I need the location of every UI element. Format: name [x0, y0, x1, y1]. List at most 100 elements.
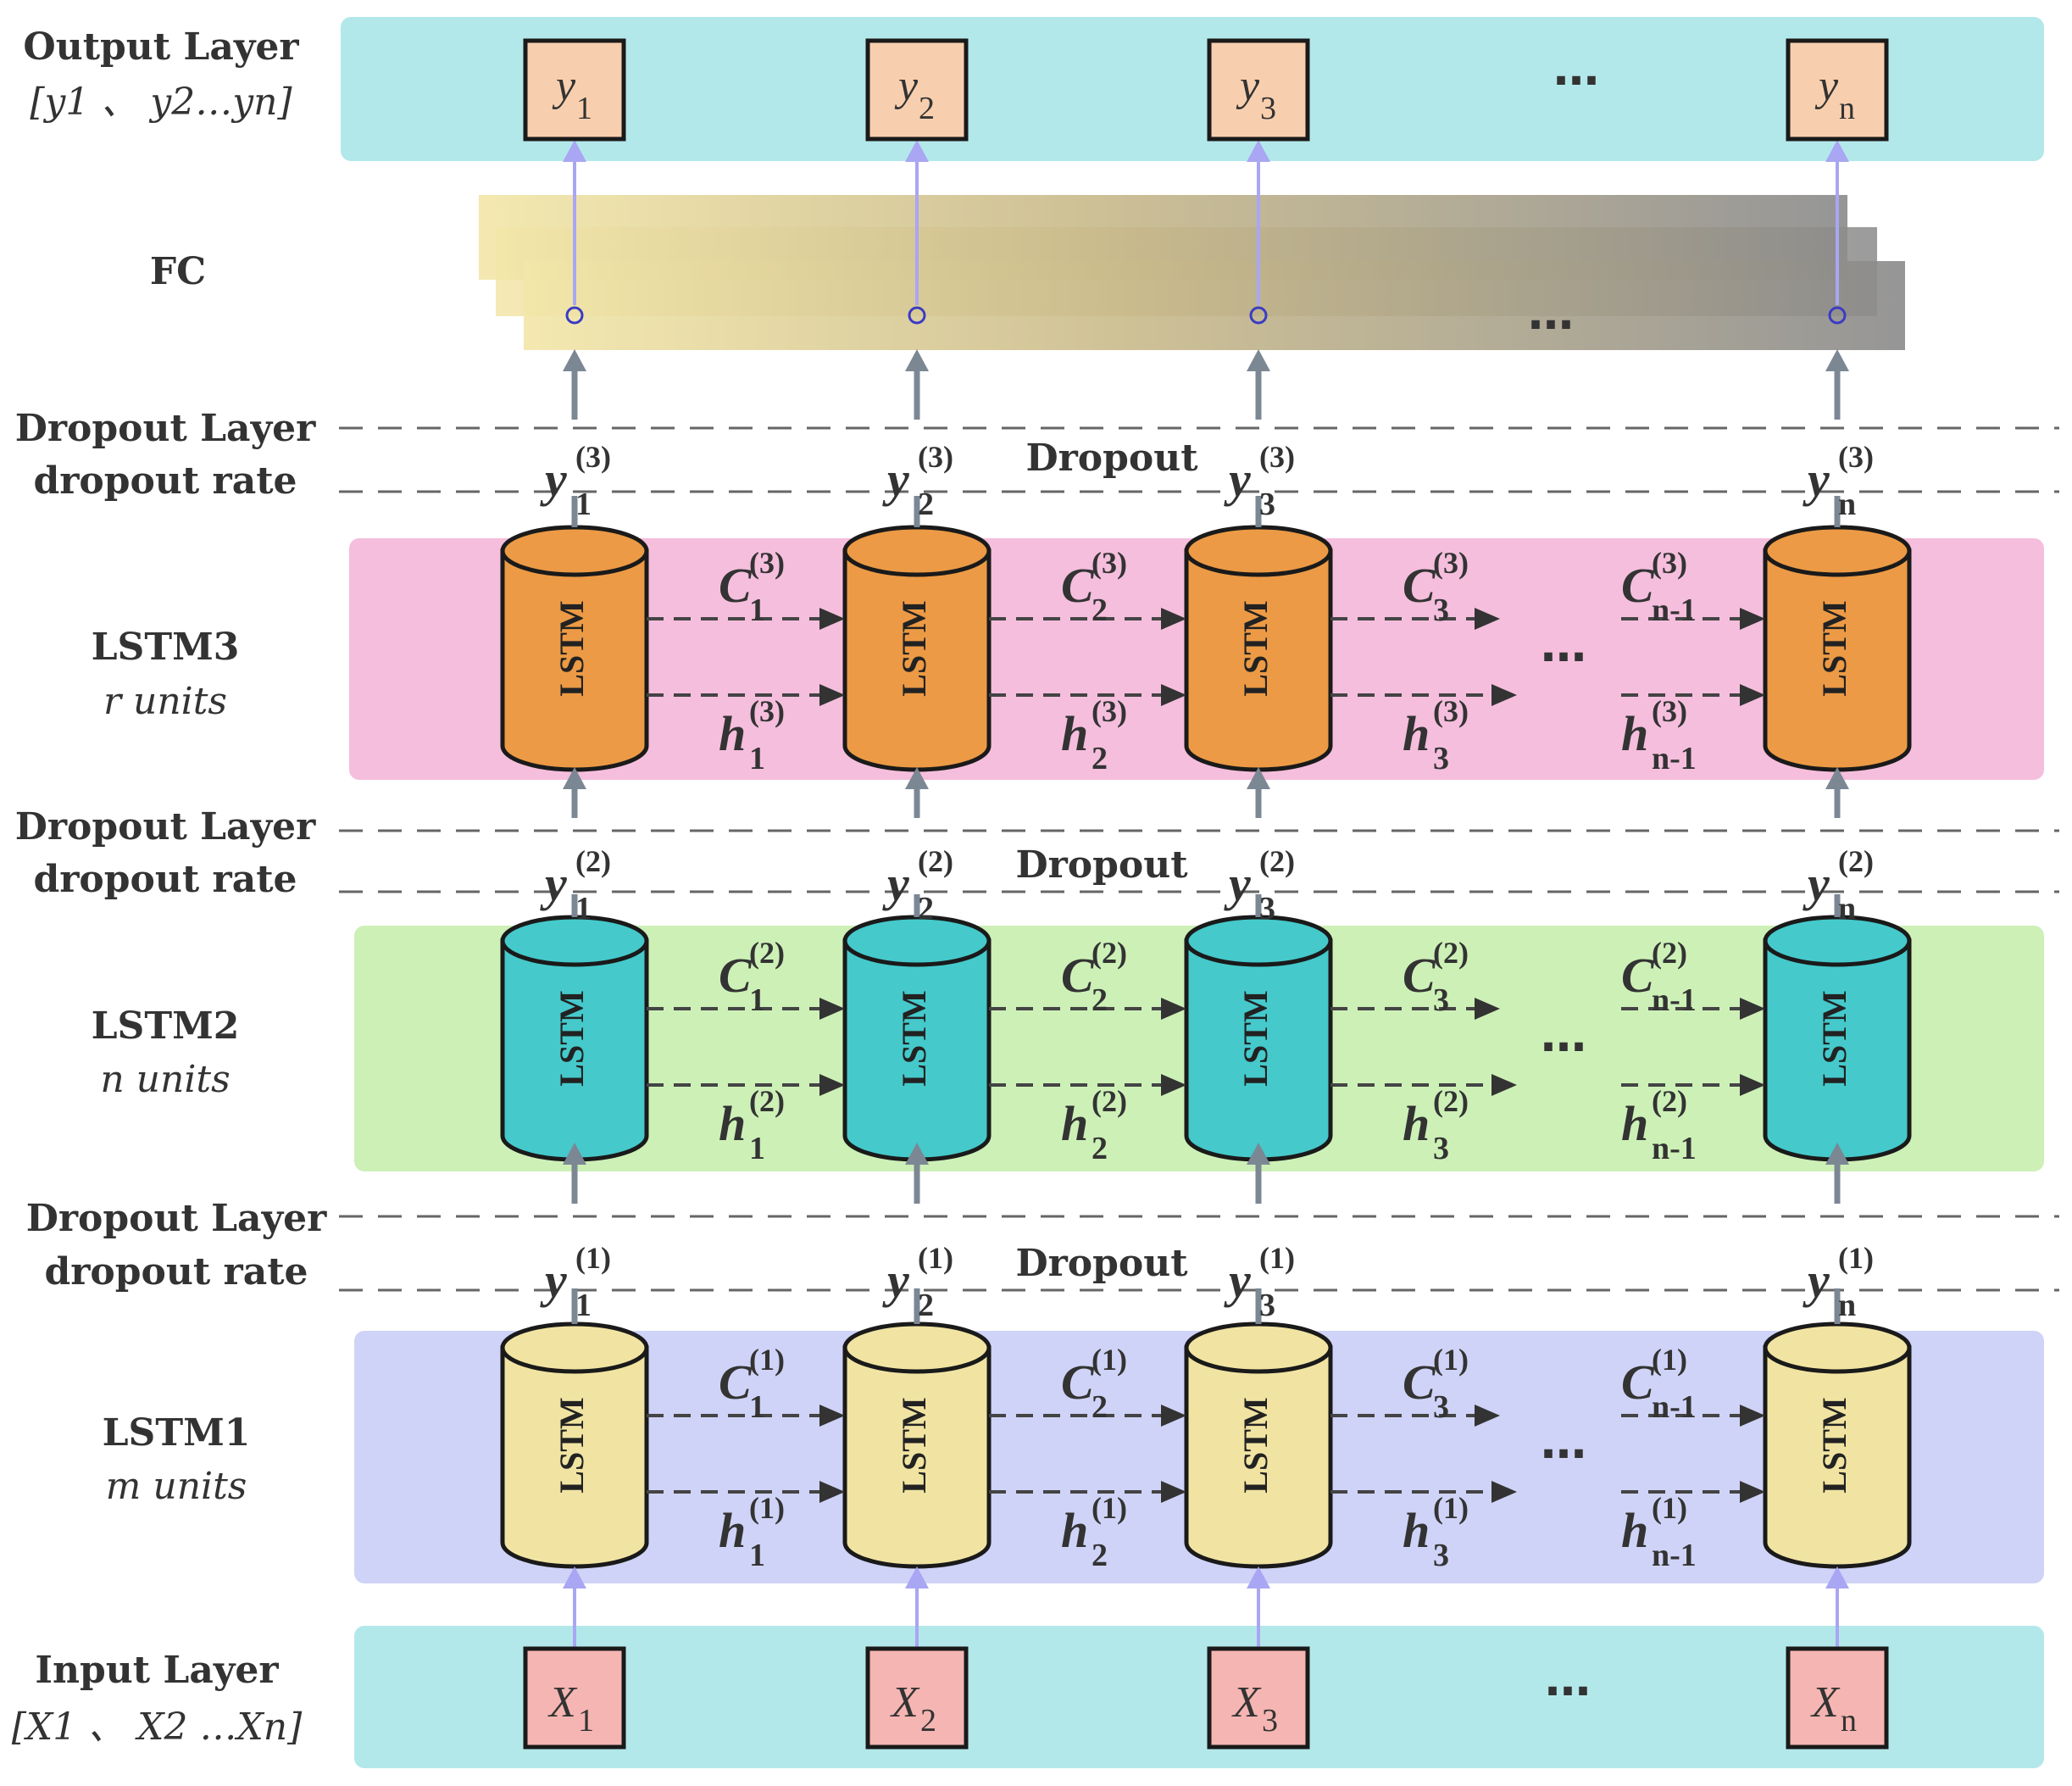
lstm2-hidden-state-arrow — [989, 1074, 1186, 1096]
dropout3-output-label-subscript: 1 — [575, 487, 592, 522]
dropout1-output-label-subscript: 1 — [575, 1288, 592, 1323]
lstm1-cell-state-label-subscript: 2 — [1092, 1389, 1108, 1425]
lstm2-hidden-state-label-superscript: (2) — [1433, 1084, 1469, 1118]
lstm1-cell: LSTM — [1184, 1321, 1333, 1569]
input-ellipsis: … — [1545, 1653, 1591, 1706]
output-node-subscript: n — [1839, 91, 1855, 126]
fc-to-output-arrow — [563, 140, 586, 305]
lstm1-cell-state-label-subscript: 3 — [1433, 1389, 1449, 1425]
lstm1-cell-state-label-superscript: (1) — [749, 1343, 785, 1377]
dropout2-to-lstm3-arrow — [905, 767, 929, 818]
fc-node — [1249, 306, 1268, 325]
lstm3-hidden-state-label-symbol: h — [1403, 706, 1430, 761]
lstm2-cell-state-label: C1(2) — [719, 936, 785, 1018]
lstm1-cell-state-arrow — [647, 1405, 845, 1427]
layer-labels: Output Layer [y1 、 y2…yn] FC Dropout Lay… — [12, 25, 327, 1749]
dropout1-output-label-symbol: y — [1803, 1253, 1830, 1308]
lstm3-cell-state-arrow — [989, 608, 1186, 630]
dropout3-output-label-subscript: 2 — [918, 487, 934, 522]
lstm2-cell: LSTM — [1763, 915, 1912, 1162]
lstm2-label: LSTM2 — [92, 1004, 240, 1048]
lstm1-hidden-state-label-superscript: (1) — [1652, 1491, 1687, 1525]
lstm3-cell-state-label-subscript: 1 — [749, 593, 765, 628]
lstm3-cell-state-label-superscript: (3) — [1092, 546, 1127, 580]
lstm3-hidden-state-arrow — [647, 684, 845, 706]
lstm2-hidden-state-label-symbol: h — [719, 1096, 746, 1151]
dropout3-output-label-superscript: (3) — [575, 440, 611, 474]
output-ellipsis: … — [1553, 42, 1599, 96]
input-layer-label: Input Layer — [35, 1649, 279, 1692]
output-layer-label: Output Layer — [23, 25, 299, 69]
input-to-lstm1-arrow — [905, 1566, 929, 1649]
lstm3-cell-state-label-symbol: C — [1061, 558, 1095, 613]
lstm3-cell-state-label: Cn-1(3) — [1621, 546, 1697, 628]
fc-to-output-arrow — [1247, 140, 1270, 305]
lstm1-cell-label: LSTM — [895, 1397, 933, 1493]
lstm2-cell-state-arrow — [989, 998, 1186, 1020]
lstm1-cell-state-label-symbol: C — [1403, 1355, 1436, 1410]
lstm3-hidden-state-label-symbol: h — [1621, 706, 1648, 761]
fc-ellipsis: … — [1528, 287, 1574, 340]
dropout2-label: Dropout Layer — [15, 805, 316, 848]
lstm1-hidden-state-label-symbol: h — [1621, 1503, 1648, 1558]
fc-to-output-arrow — [1825, 140, 1849, 305]
lstm3-hidden-state-label-subscript: 3 — [1433, 741, 1449, 776]
lstm1-hidden-state-label-subscript: 2 — [1092, 1538, 1108, 1573]
lstm3-hidden-state-arrow — [1330, 684, 1517, 706]
lstm3-cell-state-label-symbol: C — [719, 558, 753, 613]
lstm2-cell: LSTM — [1184, 915, 1333, 1162]
dropout3-output-label-superscript: (3) — [1838, 440, 1874, 474]
dropout1-output-label-superscript: (1) — [918, 1241, 953, 1275]
dropout2-to-lstm3-arrow — [1247, 767, 1270, 818]
lstm1-cell-state-label: C3(1) — [1403, 1343, 1469, 1425]
lstm2-hidden-state-arrow — [1330, 1074, 1517, 1096]
lstm3-cell-state-arrow — [1621, 608, 1765, 630]
lstm3-cell-state-label: C1(3) — [719, 546, 785, 628]
output-node-symbol: y — [1236, 62, 1260, 110]
dropout1-to-lstm2-arrow — [1247, 1143, 1270, 1204]
lstm2-hidden-state-label-symbol: h — [1621, 1096, 1648, 1151]
lstm1-cell: LSTM — [842, 1321, 992, 1569]
lstm2-hidden-state-label-superscript: (2) — [1652, 1084, 1687, 1118]
lstm2-cell-state-label-subscript: 2 — [1092, 982, 1108, 1018]
dropout1-output-label-symbol: y — [882, 1253, 909, 1308]
dropout3-to-fc-arrow — [1247, 349, 1270, 420]
fc-label: FC — [150, 250, 206, 293]
lstm2-cell-state-label-subscript: n-1 — [1652, 982, 1697, 1018]
lstm2-hidden-state-label-subscript: 2 — [1092, 1131, 1108, 1166]
dropout1-label: Dropout Layer — [26, 1197, 327, 1240]
lstm1-cell-label: LSTM — [553, 1397, 591, 1493]
lstm1-cell-state-label-superscript: (1) — [1652, 1343, 1687, 1377]
dropout3-output-label-subscript: n — [1838, 487, 1856, 522]
lstm2-hidden-state-arrow — [647, 1074, 845, 1096]
lstm3-cell-state-label-superscript: (3) — [1652, 546, 1687, 580]
lstm2-cell-state-label-symbol: C — [1621, 948, 1655, 1003]
lstm3-cell: LSTM — [1763, 525, 1912, 772]
dropout2-output-label-superscript: (2) — [918, 844, 953, 878]
lstm3-label: LSTM3 — [92, 626, 240, 669]
lstm1-hidden-state-arrow — [989, 1481, 1186, 1503]
lstm2-hidden-state-label-subscript: 1 — [749, 1131, 765, 1166]
dropout1-output-label-superscript: (1) — [1259, 1241, 1295, 1275]
dropout2-output-label-subscript: 2 — [918, 891, 934, 926]
lstm3-hidden-state-label-subscript: 2 — [1092, 741, 1108, 776]
lstm3-cell-label: LSTM — [1815, 600, 1853, 696]
fc-to-output-arrow — [905, 140, 929, 305]
lstm3-cell-state-label-subscript: n-1 — [1652, 593, 1697, 628]
